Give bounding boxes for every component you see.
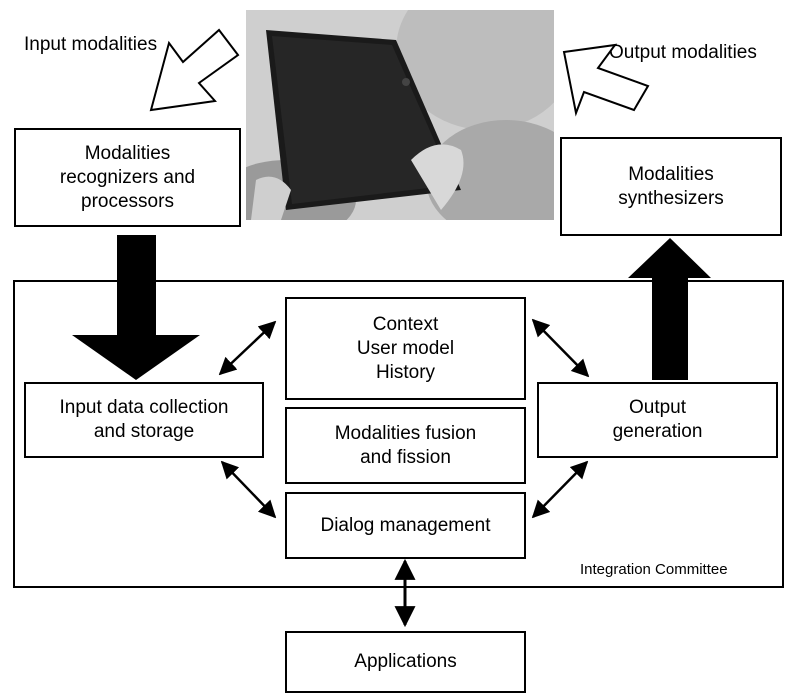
output-modalities-arrow [562, 43, 650, 117]
output-modalities-label: Output modalities [609, 42, 757, 63]
output-to-synthesizers-arrow [628, 238, 711, 380]
fusion-box: Modalities fusion and fission [285, 407, 526, 484]
input-modalities-arrow [149, 28, 240, 112]
applications-box: Applications [285, 631, 526, 693]
context-output-arrow [531, 318, 590, 378]
input-dialog-arrow [220, 460, 277, 519]
input-context-arrow [218, 320, 277, 376]
tablet-photo [246, 10, 554, 220]
synthesizers-box: Modalities synthesizers [560, 137, 782, 236]
tablet-photo-illustration [246, 10, 554, 220]
context-box: Context User model History [285, 297, 526, 400]
output-dialog-arrow [531, 460, 589, 519]
input-data-box: Input data collection and storage [24, 382, 264, 458]
output-generation-box: Output generation [537, 382, 778, 458]
recognizers-box: Modalities recognizers and processors [14, 128, 241, 227]
integration-committee-label: Integration Committee [580, 561, 728, 578]
recognizers-to-input-arrow [72, 235, 200, 380]
input-modalities-label: Input modalities [24, 34, 158, 55]
dialog-management-box: Dialog management [285, 492, 526, 559]
